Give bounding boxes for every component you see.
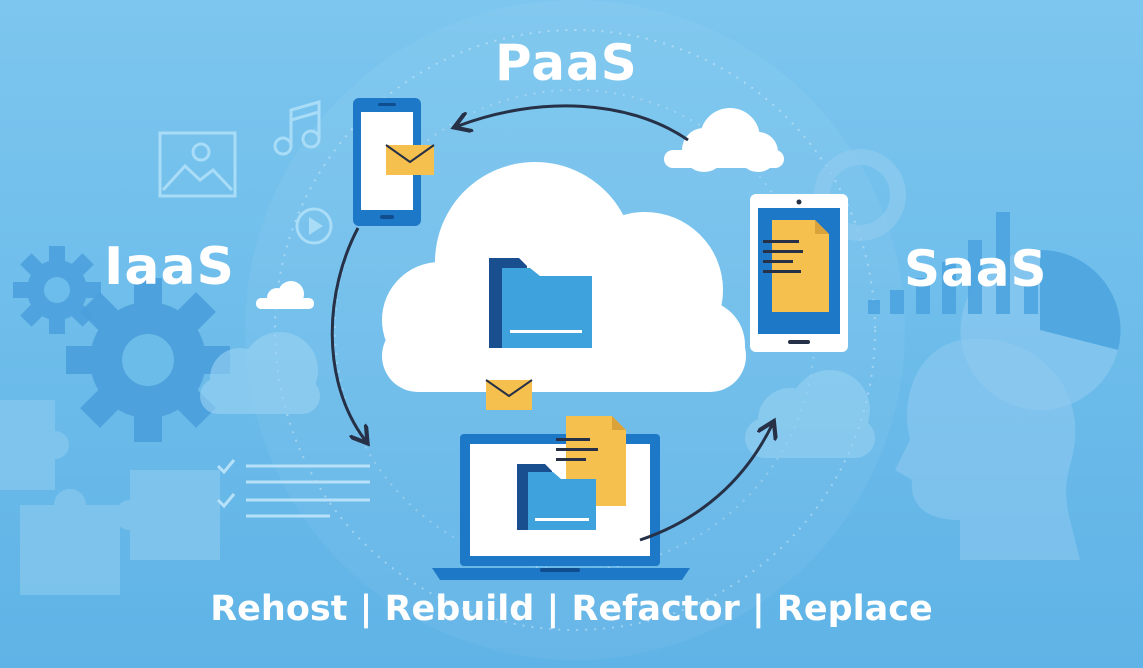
migration-strategies-caption: Rehost | Rebuild | Refactor | Replace (210, 589, 933, 629)
arrow-icon (330, 227, 365, 440)
folder-icon (489, 258, 592, 348)
puzzle-icon (0, 400, 220, 595)
iaas-label: IaaS (104, 237, 235, 297)
bar-chart-icon (868, 212, 1038, 314)
envelope-icon (385, 144, 435, 175)
checklist-icon (216, 459, 370, 518)
document-icon (763, 220, 829, 312)
image-icon (158, 131, 237, 198)
saas-label: SaaS (904, 240, 1048, 298)
music-note-icon (273, 100, 321, 156)
orbit-ring-outer (274, 29, 876, 631)
cloud-icon (664, 108, 784, 172)
play-icon (295, 207, 333, 245)
cloud-icon (256, 281, 314, 309)
paas-label: PaaS (495, 34, 638, 92)
arrow-icon (639, 425, 772, 542)
gear-icon (13, 246, 101, 334)
envelope-icon (485, 379, 533, 410)
folder-icon (517, 464, 596, 530)
cloud-icon (200, 332, 320, 414)
arrow-icon (458, 104, 689, 142)
gear-icon (66, 278, 230, 442)
head-silhouette-icon (895, 338, 1080, 560)
